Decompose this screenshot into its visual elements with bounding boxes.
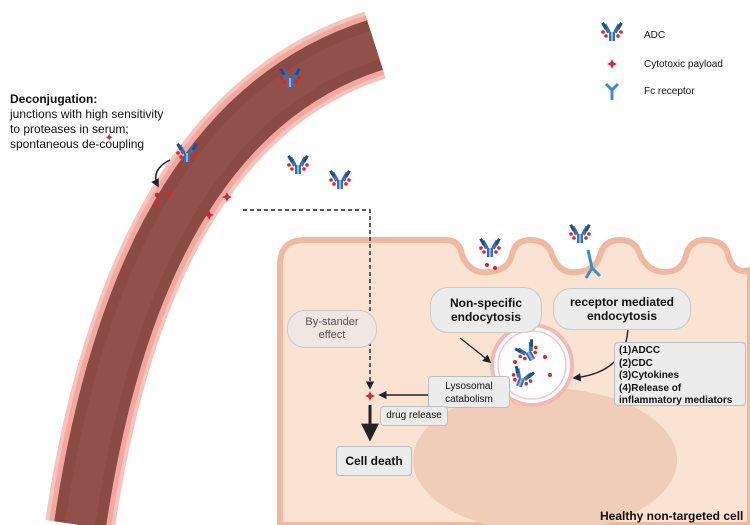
free-adc-icon	[287, 155, 309, 174]
label-line: By-stander	[305, 316, 359, 328]
label-line: receptor mediated	[569, 295, 675, 309]
deconjugation-line: junctions with high sensitivity	[10, 107, 164, 121]
healthy-cell-label: Healthy non-targeted cell	[600, 509, 744, 523]
drug-release-label: drug release	[380, 406, 448, 426]
effector-line: inflammatory mediators	[619, 395, 733, 406]
fc-receptor-membrane-icon	[584, 249, 602, 279]
legend-adc-label: ADC	[644, 30, 666, 41]
adc-receptor-bound-icon	[569, 224, 591, 243]
label-line: endocytosis	[450, 310, 521, 324]
effector-line: (1)ADCC	[619, 345, 661, 356]
free-adc-icon	[329, 170, 351, 189]
nucleus	[413, 388, 677, 525]
label-line: effect	[318, 329, 346, 341]
blood-vessel	[45, 11, 387, 525]
fc-receptor-icon	[604, 82, 620, 100]
legend-payload-label: Cytotoxic payload	[644, 59, 723, 70]
effector-line: (2)CDC	[619, 357, 653, 369]
label-line: endocytosis	[586, 309, 657, 323]
label-line: Non-specific	[449, 296, 522, 310]
effector-line: (4)Release of	[619, 382, 682, 394]
cytotoxic-payload-icon	[607, 59, 617, 69]
label-line: catabolism	[445, 394, 493, 405]
payload-dot	[485, 263, 489, 267]
deconjugation-note: Deconjugation: junctions with high sensi…	[10, 92, 163, 152]
adc-nonspecific-uptake-icon	[479, 238, 501, 257]
effector-line: (3)Cytokines	[619, 370, 680, 381]
deconjugation-line: to proteases in serum;	[10, 122, 129, 136]
label-line: Lysosomal	[445, 381, 493, 392]
cell-death-label: Cell death	[336, 446, 412, 476]
lysosomal-catabolism-label: Lysosomal catabolism	[428, 376, 510, 408]
payload-dot	[166, 190, 172, 196]
effector-functions-box: (1)ADCC (2)CDC (3)Cytokines (4)Release o…	[614, 342, 746, 406]
lysosome	[490, 323, 574, 407]
legend-receptor-label: Fc receptor	[644, 86, 695, 97]
payload-dot	[154, 192, 160, 198]
deconjugation-arrow	[151, 159, 171, 188]
payload-dot	[154, 202, 160, 208]
deconjugation-title: Deconjugation:	[10, 92, 98, 106]
nonspecific-to-lysosome-arrow	[459, 337, 492, 364]
deconjugation-line: spontaneous de-coupling	[10, 137, 145, 151]
payload-dot	[493, 266, 497, 270]
adc-icon	[601, 22, 623, 41]
